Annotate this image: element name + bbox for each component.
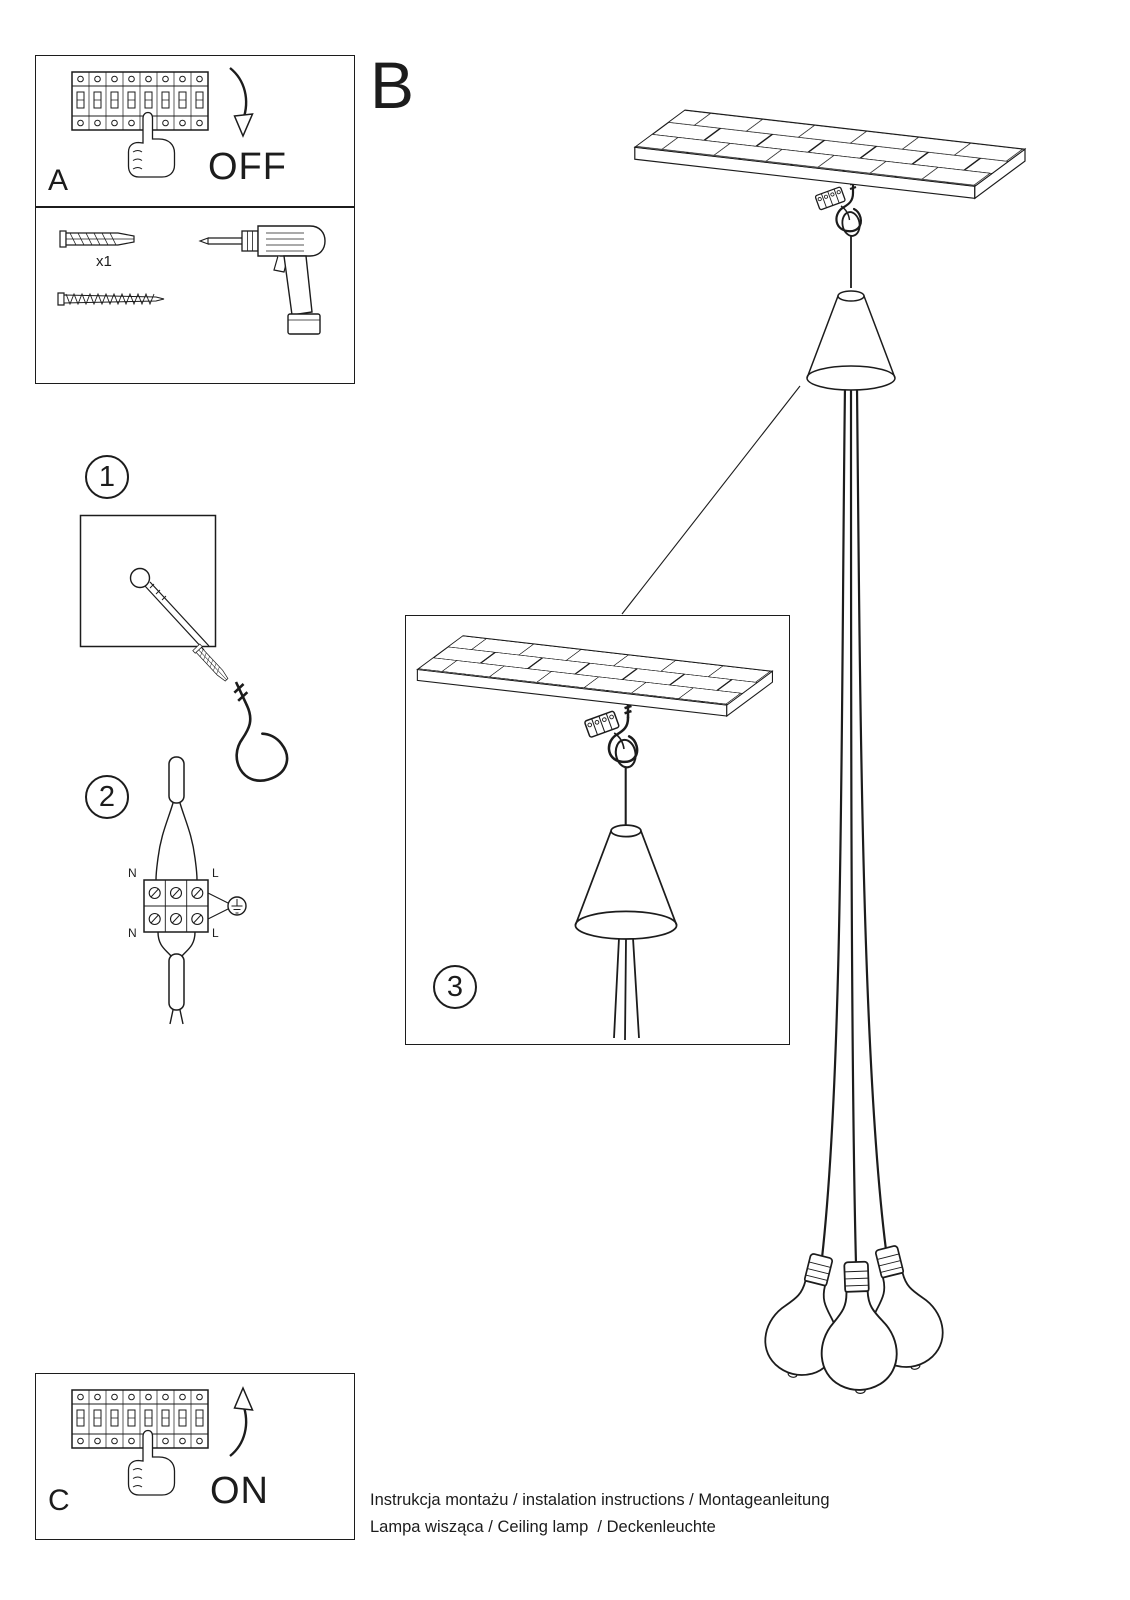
drilled-hole-icon — [129, 567, 151, 589]
breaker-off-illustration — [71, 67, 254, 178]
step3-number-badge: 3 — [433, 965, 477, 1009]
step2-number-badge: 2 — [85, 775, 129, 819]
curved-arrow-down-icon — [229, 67, 254, 138]
ceiling-slab — [634, 109, 1026, 200]
footer-instructions-line: Instrukcja montażu / instalation instruc… — [370, 1491, 830, 1509]
wall-panel — [79, 514, 217, 648]
breaker-on-illustration — [71, 1386, 254, 1496]
footer-product-line: Lampa wisząca / Ceiling lamp / Deckenleu… — [370, 1518, 716, 1536]
step1-illustration — [79, 514, 295, 791]
cable-bottom — [168, 953, 185, 1011]
panel-c-label: C — [48, 1484, 70, 1517]
panel-c-box — [35, 1373, 355, 1540]
tools-box — [35, 207, 355, 384]
step1-number: 1 — [98, 460, 116, 493]
step3-number: 3 — [446, 970, 464, 1003]
ceiling-hook-assembly — [815, 180, 861, 288]
anchor-quantity-label: x1 — [96, 253, 112, 270]
step2-number: 2 — [98, 780, 116, 813]
tools-illustration — [57, 225, 326, 335]
inset-pendant-cables — [613, 937, 640, 1041]
main-view-label: B — [370, 48, 415, 122]
step3-inset-box — [405, 615, 790, 1045]
main-assembly-illustration — [621, 109, 1026, 1396]
panel-a-label: A — [48, 164, 69, 197]
breaker-off-text: OFF — [208, 146, 287, 188]
step2-wiring-illustration — [143, 756, 247, 1025]
drill-bit-icon — [144, 581, 210, 651]
terminal-label-l-top: L — [212, 866, 219, 880]
wall-plug-icon — [192, 643, 231, 684]
terminal-label-n-bottom: N — [128, 926, 137, 940]
hook-screw-icon — [204, 674, 295, 791]
panel-a-box — [35, 55, 355, 207]
step1-number-badge: 1 — [85, 455, 129, 499]
pendant-cables — [820, 385, 888, 1265]
step3-closeup-illustration — [416, 635, 774, 1041]
terminal-label-n-top: N — [128, 866, 137, 880]
terminal-block — [143, 879, 209, 933]
cable-top — [168, 756, 185, 804]
breaker-on-text: ON — [210, 1470, 269, 1512]
canopy-cone — [806, 290, 896, 391]
screw-icon — [57, 292, 165, 306]
inset-leader-line — [621, 385, 801, 615]
terminal-label-l-bottom: L — [212, 926, 219, 940]
earth-symbol-icon — [227, 896, 247, 916]
curved-arrow-up-icon — [229, 1386, 254, 1457]
